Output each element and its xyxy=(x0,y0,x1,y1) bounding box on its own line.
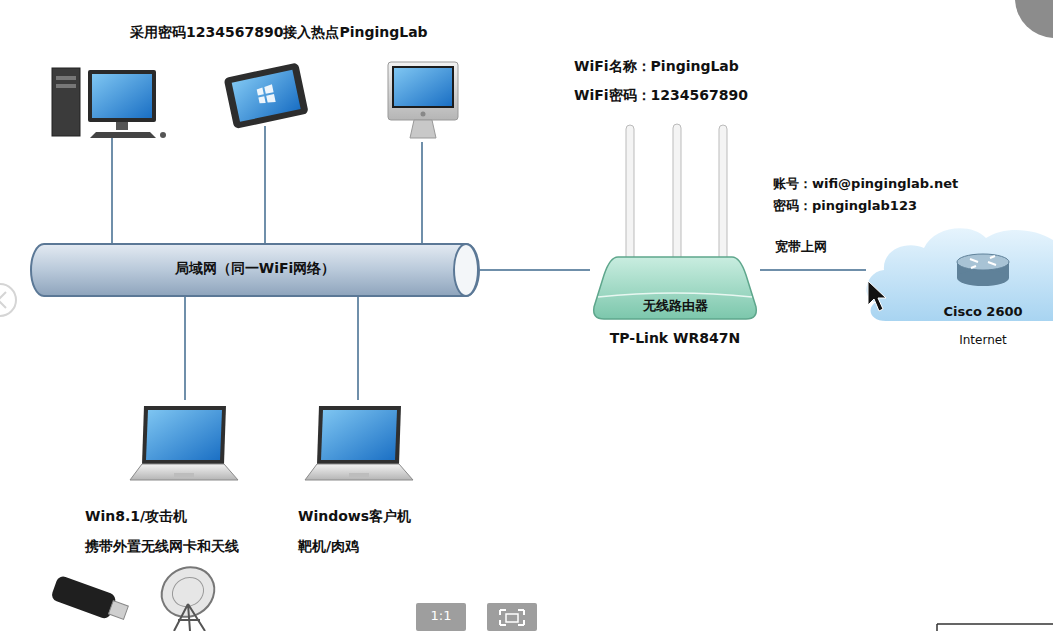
wifi-password: WiFi密码：1234567890 xyxy=(574,87,748,104)
node-text: 局域网（同一WiFi网络） xyxy=(175,260,336,277)
zoom-button-text: 1:1 xyxy=(416,608,466,624)
mouse-cursor xyxy=(868,281,886,311)
node-text: Cisco 2600 xyxy=(943,304,1022,320)
network-link xyxy=(480,269,590,271)
usb-wifi-adapter xyxy=(50,575,130,625)
node-text: Internet xyxy=(959,333,1007,347)
node-shape xyxy=(866,222,1053,350)
internet-cloud: Cisco 2600Internet xyxy=(866,222,1053,350)
drop-lines xyxy=(112,126,422,244)
network-link xyxy=(357,297,359,400)
node-text: Windows客户机 xyxy=(298,508,411,525)
client-laptop: Windows客户机靶机/肉鸡 xyxy=(296,400,446,560)
pppoe-password: 密码：pinginglab123 xyxy=(773,198,917,214)
network-link xyxy=(760,269,866,271)
hotspot-note: 采用密码1234567890接入热点PingingLab xyxy=(130,24,428,41)
tablet xyxy=(224,62,309,129)
node-text: Win8.1/攻击机 xyxy=(85,508,187,525)
imac xyxy=(388,62,458,138)
link-label: 宽带上网 xyxy=(773,239,829,255)
attacker-laptop: Win8.1/攻击机携带外置无线网卡和天线 xyxy=(82,400,282,560)
node-shape xyxy=(82,400,282,560)
router-antennas xyxy=(626,124,727,265)
lan-band: 局域网（同一WiFi网络） xyxy=(30,243,480,297)
pppoe-account: 账号：wifi@pinginglab.net xyxy=(773,176,958,192)
node-text: 靶机/肉鸡 xyxy=(298,538,359,555)
wifi-ssid: WiFi名称：PingingLab xyxy=(574,58,739,75)
node-text: TP-Link WR847N xyxy=(610,330,740,347)
node-shape xyxy=(296,400,446,560)
desktop-pc xyxy=(52,68,166,138)
wireless-router: 无线路由器 TP-Link WR847N xyxy=(590,245,760,350)
node-text: 携带外置无线网卡和天线 xyxy=(85,538,239,555)
node-text: 无线路由器 xyxy=(643,298,708,314)
dish-antenna xyxy=(153,558,224,631)
network-link xyxy=(184,297,186,400)
